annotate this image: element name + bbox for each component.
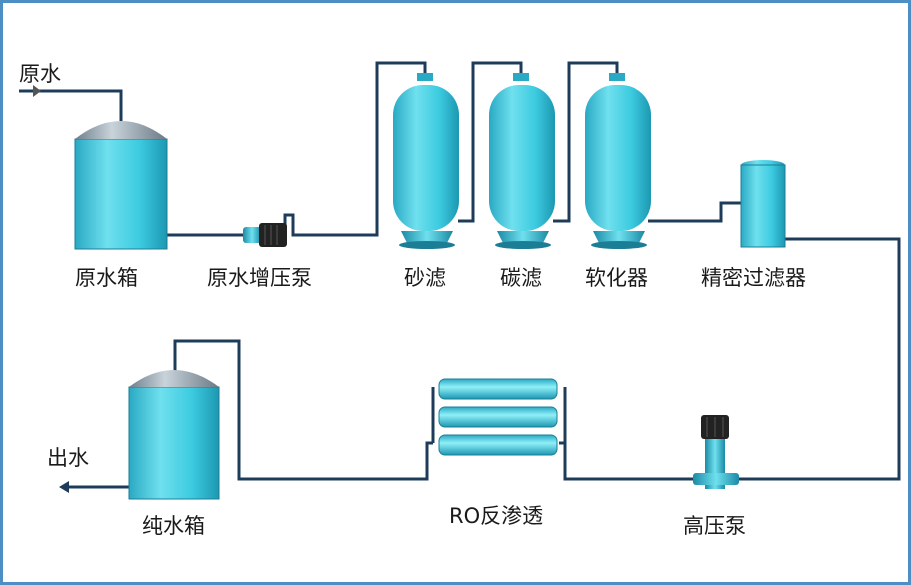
pipe-sand-to-carbon xyxy=(458,61,523,223)
label-raw-water-in: 原水 xyxy=(19,62,61,86)
softener-vessel xyxy=(585,73,651,249)
label-sand-filter: 砂滤 xyxy=(404,266,446,290)
ro-membrane-rack xyxy=(438,378,558,456)
label-raw-pump: 原水增压泵 xyxy=(207,266,312,290)
carbon-filter-vessel xyxy=(489,73,555,249)
pipe-raw-inlet xyxy=(19,89,123,121)
raw-water-tank xyxy=(74,121,168,250)
outlet-arrow xyxy=(59,481,69,493)
label-carbon-filter: 碳滤 xyxy=(500,266,542,290)
water-treatment-flow-diagram: 原水 原水箱 原水增压泵 砂滤 碳滤 软化器 精密过滤器 出水 纯水箱 RO反渗… xyxy=(19,61,901,538)
pipes xyxy=(19,61,901,489)
inlet-arrow xyxy=(33,85,41,97)
raw-water-pump xyxy=(243,223,287,247)
precision-filter-vessel xyxy=(740,160,786,248)
label-high-pump: 高压泵 xyxy=(683,514,746,538)
pipe-ro-to-pure xyxy=(173,339,433,481)
high-pressure-pump xyxy=(693,415,739,489)
label-raw-tank: 原水箱 xyxy=(75,266,138,290)
pipe-carbon-to-softener xyxy=(553,61,619,223)
label-pure-tank: 纯水箱 xyxy=(142,514,205,538)
sand-filter-vessel xyxy=(393,73,459,249)
pipe-pump-to-sand xyxy=(283,61,427,237)
pure-water-tank xyxy=(128,370,220,500)
pipe-ro-manifold xyxy=(431,387,567,443)
label-precision-filter: 精密过滤器 xyxy=(701,266,806,290)
label-softener: 软化器 xyxy=(585,266,648,290)
pipe-precision-to-hp xyxy=(739,237,901,481)
pipe-softener-to-precision xyxy=(648,201,741,223)
label-ro: RO反渗透 xyxy=(449,504,543,528)
pipe-hp-to-ro xyxy=(559,441,693,481)
label-water-out: 出水 xyxy=(47,446,89,470)
